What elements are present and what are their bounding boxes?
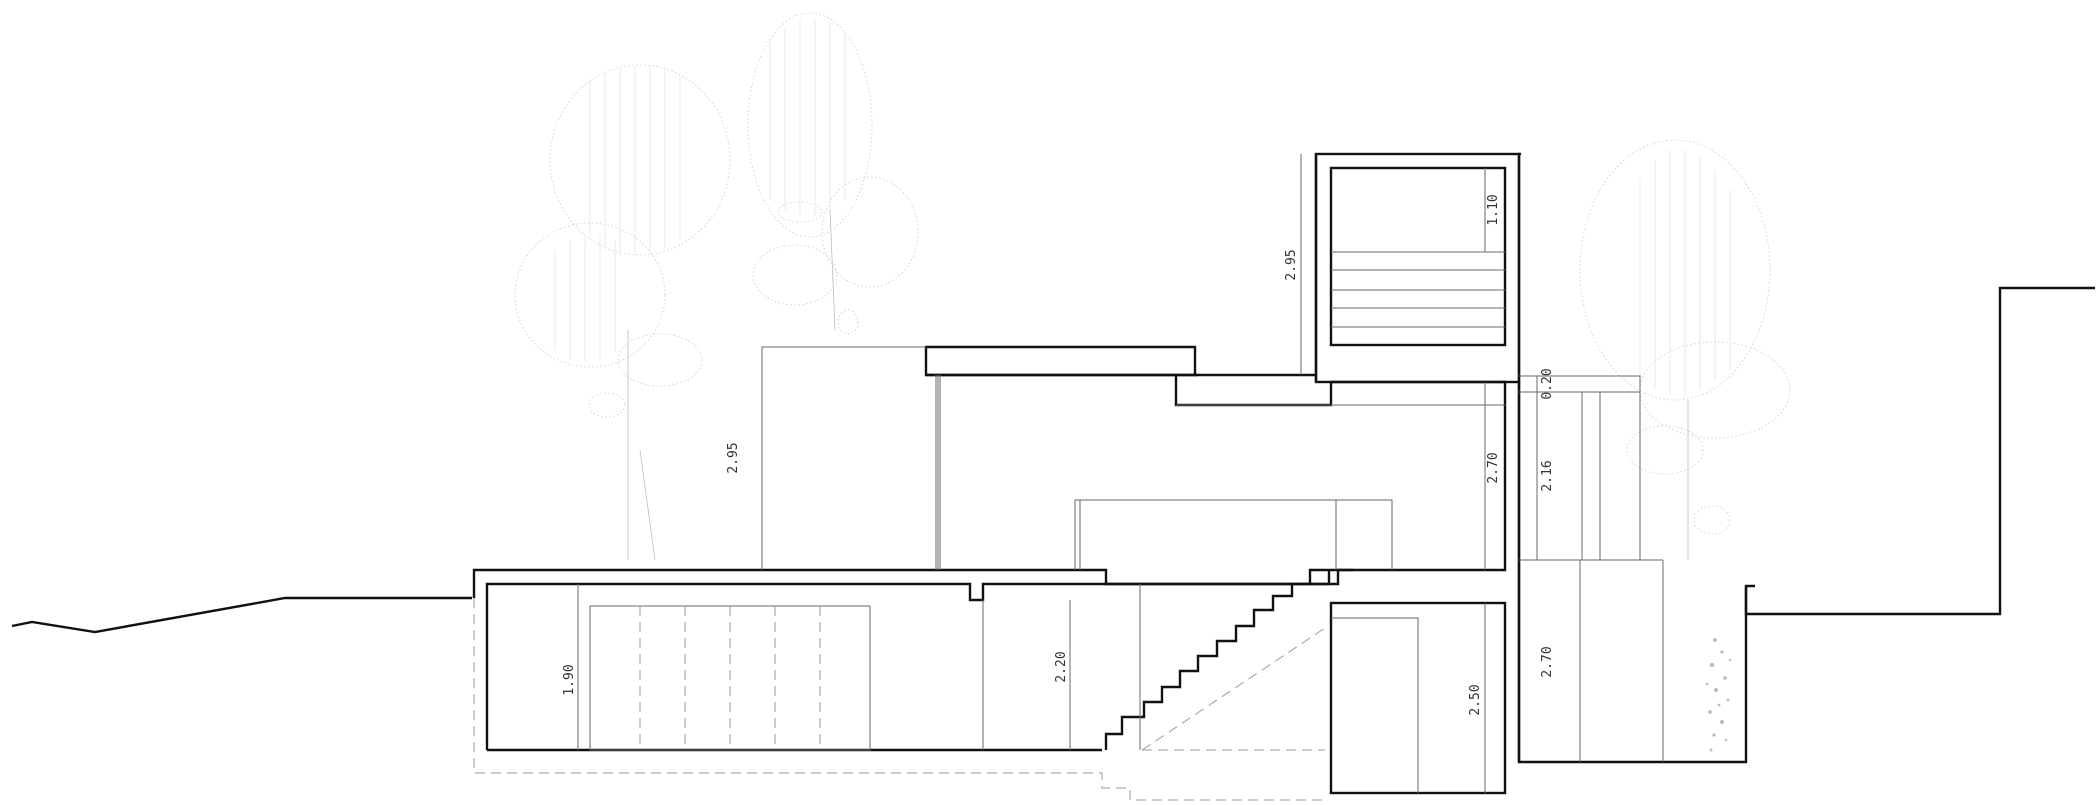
dim-main-floor-height: 2.70 [1486, 452, 1501, 483]
dim-cellar-height: 2.50 [1468, 684, 1483, 715]
ground-line [11, 286, 2095, 634]
background-trees [514, 12, 1791, 561]
dimension-labels: 1.10 2.95 2.95 2.70 0.20 2.16 2.70 1.90 … [562, 194, 1555, 715]
dim-tower-height: 2.95 [1284, 249, 1299, 280]
right-wing-outline [1517, 152, 1755, 764]
vegetation-texture [1705, 638, 1732, 752]
dim-canopy-height: 2.95 [726, 442, 741, 473]
dim-window-height: 2.16 [1540, 460, 1555, 491]
section-outline [472, 152, 1755, 795]
tree-left-hatching [554, 18, 846, 362]
dim-upper-box-height: 1.10 [1486, 194, 1501, 225]
tree-right-group [1579, 139, 1791, 560]
dim-stair-hall-height: 2.20 [1054, 651, 1069, 682]
dim-garage-height: 1.90 [562, 664, 577, 695]
upper-box-inner [1329, 166, 1507, 347]
dim-slab-thickness: 0.20 [1540, 368, 1555, 399]
interior-lines [577, 154, 1664, 793]
garage-outline [485, 570, 1331, 750]
tree-right-hatching [1639, 150, 1731, 395]
main-floor-outline [1330, 380, 1507, 572]
main-stair [1104, 568, 1330, 750]
dim-lower-right-height: 2.70 [1540, 646, 1555, 677]
tree-left-group [514, 12, 919, 561]
foundation-outline [473, 598, 1326, 801]
upper-box-outer [1314, 152, 1521, 384]
